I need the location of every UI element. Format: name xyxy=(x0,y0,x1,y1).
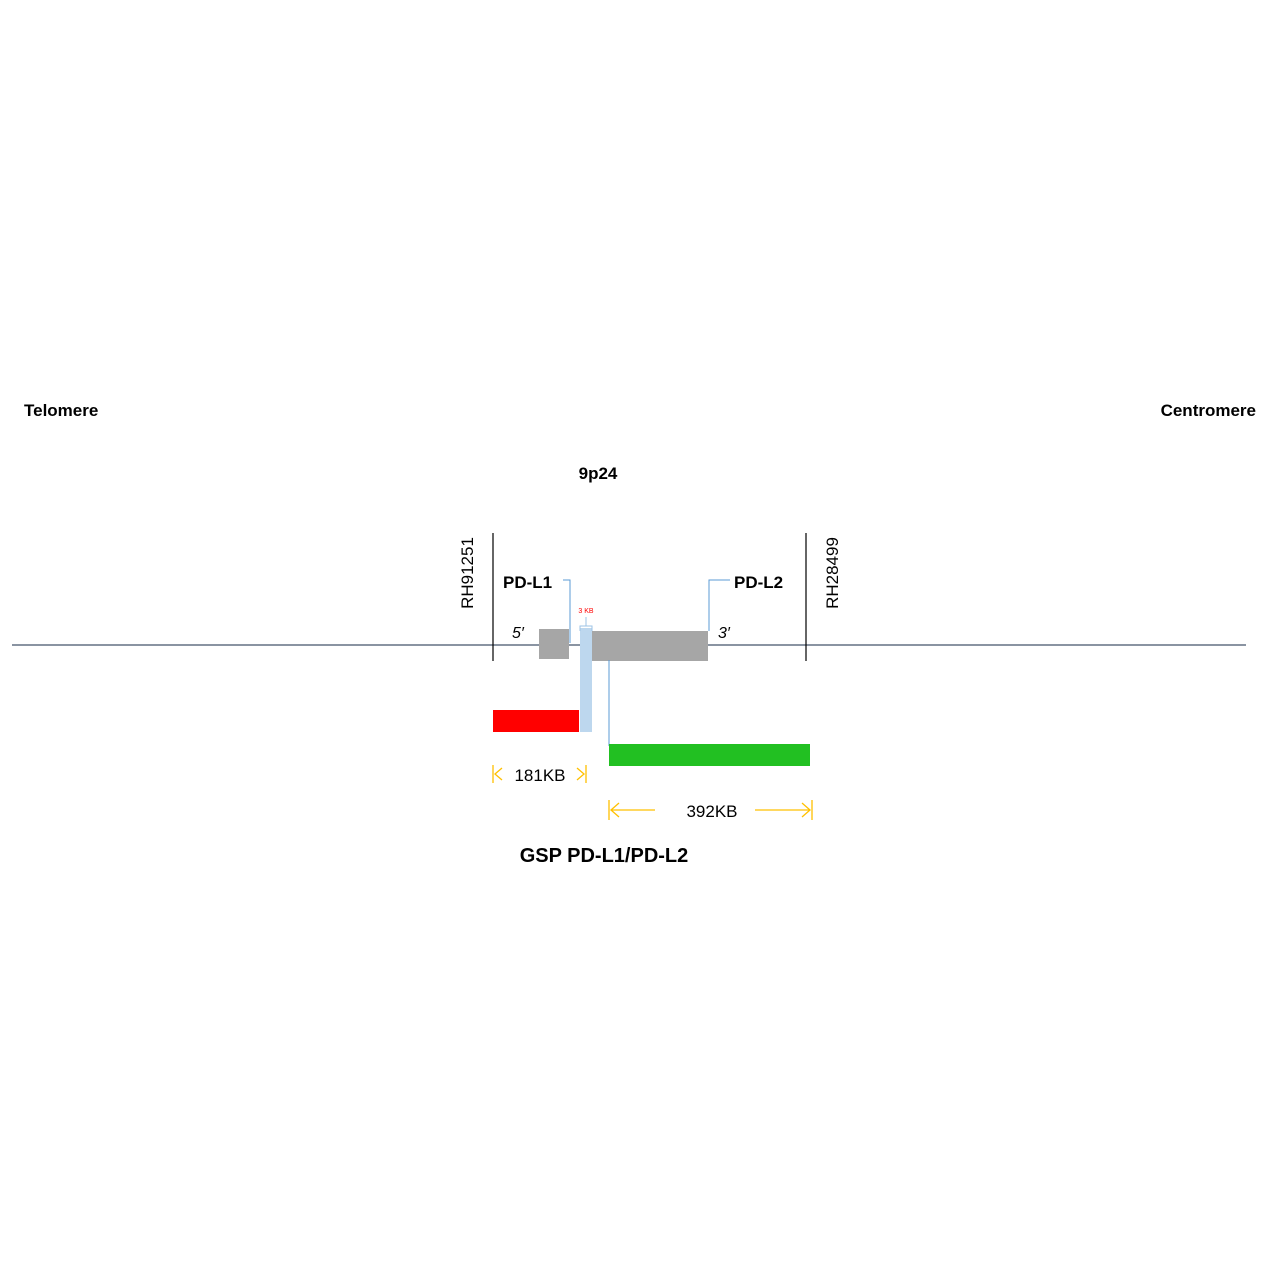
dimension-181kb xyxy=(492,765,587,783)
green-probe-size: 392KB xyxy=(686,802,737,821)
centromere-label: Centromere xyxy=(1161,401,1256,420)
telomere-label: Telomere xyxy=(24,401,98,420)
red-probe-size: 181KB xyxy=(514,766,565,785)
pd-l1-leader xyxy=(563,579,571,643)
gap-bar xyxy=(580,628,592,732)
pd-l2-label: PD-L2 xyxy=(734,573,783,592)
five-prime-label: 5′ xyxy=(512,625,525,642)
marker-left-label: RH91251 xyxy=(458,537,477,609)
pd-l1-gene-block xyxy=(539,629,569,659)
band-label: 9p24 xyxy=(579,464,618,483)
dimension-392kb xyxy=(608,800,813,820)
green-probe xyxy=(609,744,810,766)
gap-label: 3 KB xyxy=(578,608,594,615)
pd-l2-gene-block xyxy=(592,631,708,661)
probe-title: GSP PD-L1/PD-L2 xyxy=(520,845,689,867)
three-prime-label: 3′ xyxy=(718,625,731,642)
pd-l1-label: PD-L1 xyxy=(503,573,552,592)
pd-l2-leader xyxy=(708,579,730,631)
gap-bracket xyxy=(579,617,593,631)
marker-right-label: RH28499 xyxy=(823,537,842,609)
red-probe xyxy=(493,710,579,732)
